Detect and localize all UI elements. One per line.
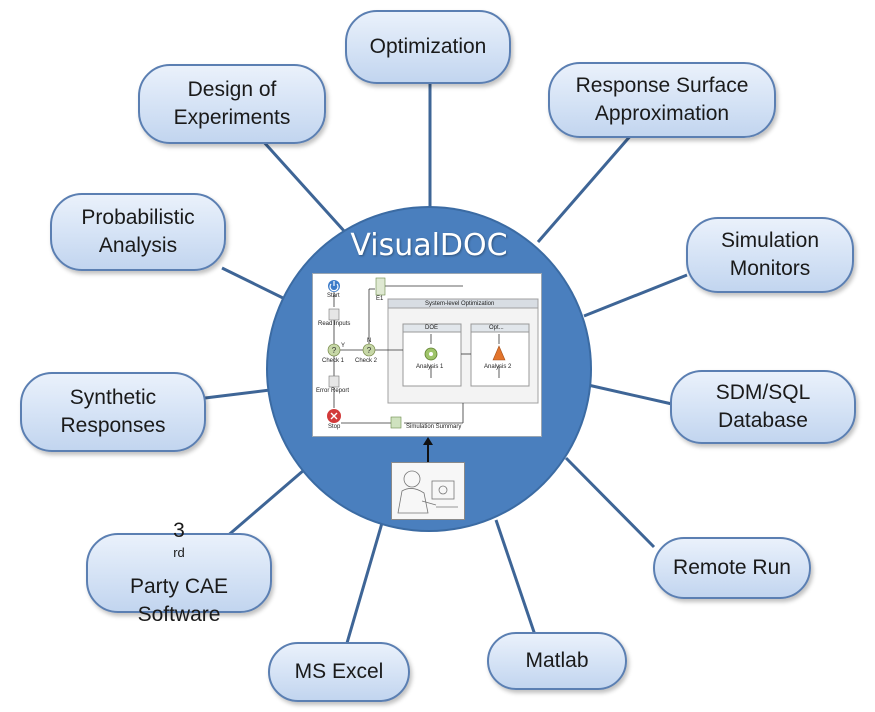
connector-monitors [583,273,688,318]
connector-probabilistic [221,266,284,300]
wf-e1: E1 [376,296,384,302]
svg-text:?: ? [332,346,337,355]
user-sketch-icon [397,470,458,514]
node-matlab: Matlab [487,632,627,690]
connector-sdm [587,383,673,406]
wf-analysis1: Analysis 1 [416,364,444,370]
connector-synthetic [204,388,271,400]
up-arrow-icon [423,437,433,463]
workflow-diagram: ? ? [327,277,539,429]
node-ms-excel: MS Excel [268,642,410,702]
wf-check2: Check 2 [355,358,378,364]
connector-3rdparty [224,468,305,540]
wf-read-inputs: Read Inputs [318,321,351,327]
wf-analysis2: Analysis 2 [484,364,512,370]
connector-matlab [494,519,537,636]
analysis2-icon [492,345,506,361]
connector-excel [345,522,384,644]
wf-n: N [367,338,372,344]
connector-rsa [536,133,634,243]
wf-check1: Check 1 [322,358,345,364]
check2-icon [362,343,376,357]
connector-remote [564,456,656,549]
workflow-screenshot: ? ? Start Read Inputs Check 1 Check 2 Er… [312,273,542,437]
node-optimization: Optimization [345,10,511,84]
sim-summary-icon [390,416,402,429]
node-remote-run: Remote Run [653,537,811,599]
wf-opt: Opt... [489,325,504,331]
check1-icon [327,343,341,357]
wf-start: Start [327,293,340,299]
user-at-computer-image [391,462,465,520]
wf-doe: DOE [425,325,439,331]
read-inputs-icon [328,308,340,321]
svg-text:?: ? [367,346,372,355]
wf-stop: Stop [328,424,341,430]
error-report-icon [328,375,340,388]
connector-doe [260,138,347,234]
wf-y: Y [341,343,346,349]
wf-error-report: Error Report [316,388,350,394]
e1-icon [375,277,386,296]
wf-sim-summary: Simulation Summary [406,424,462,430]
hub-title: VisualDOC [350,228,508,263]
wf-system-opt: System-level Optimization [425,301,495,307]
